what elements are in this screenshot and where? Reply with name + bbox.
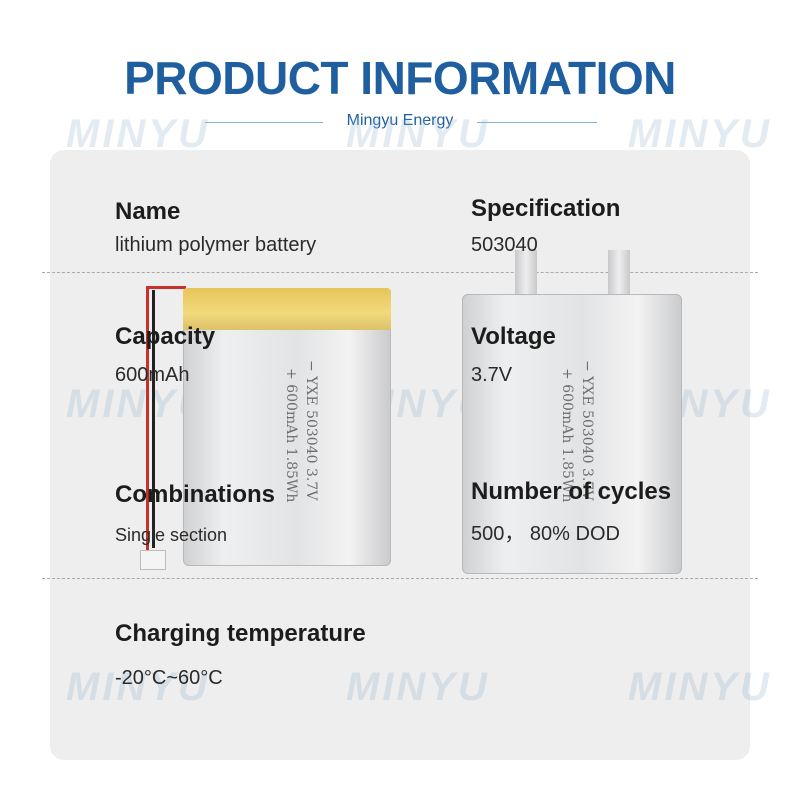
spec-label-combinations: Combinations xyxy=(115,481,275,508)
battery-wire xyxy=(146,288,149,550)
battery-image-with-wires xyxy=(183,288,391,566)
battery-connector xyxy=(140,550,166,570)
spec-value-combinations: Single section xyxy=(115,525,228,545)
battery-tab xyxy=(608,250,630,296)
section-divider xyxy=(42,272,758,273)
battery-wire xyxy=(152,290,155,548)
spec-label-cycles: Number of cycles xyxy=(471,478,672,505)
watermark-logo: MINYU xyxy=(628,665,772,709)
section-divider xyxy=(42,578,758,579)
battery-tab xyxy=(515,250,537,296)
battery-wire xyxy=(146,286,186,289)
spec-value-specification: 503040 xyxy=(471,234,538,256)
battery-print-line: − YXE 503040 3.7V xyxy=(579,360,595,501)
watermark-logo: MINYU xyxy=(628,112,772,156)
page-title: PRODUCT INFORMATION xyxy=(124,52,676,104)
spec-value-voltage: 3.7V xyxy=(471,364,513,386)
spec-value-charging-temperature: -20°C~60°C xyxy=(115,667,223,689)
spec-label-charging-temperature: Charging temperature xyxy=(115,620,366,647)
watermark-logo: MINYU xyxy=(66,112,210,156)
spec-label-specification: Specification xyxy=(471,195,621,222)
battery-tape xyxy=(183,288,391,330)
watermark-logo: MINYU xyxy=(346,112,490,156)
subtitle-row: Mingyu Energy xyxy=(0,110,800,134)
spec-value-name: lithium polymer battery xyxy=(115,234,317,256)
battery-print-line: − YXE 503040 3.7V xyxy=(303,360,319,501)
battery-print-line: + 600mAh 1.85Wh xyxy=(283,368,299,503)
spec-label-name: Name xyxy=(115,198,181,225)
page-subtitle: Mingyu Energy xyxy=(346,112,454,129)
battery-image-tabs xyxy=(462,294,682,574)
battery-print-line: + 600mAh 1.85Wh xyxy=(559,368,575,503)
spec-label-voltage: Voltage xyxy=(471,323,556,350)
subtitle-line-right xyxy=(477,122,597,123)
spec-value-capacity: 600mAh xyxy=(115,364,190,386)
watermark-logo: MINYU xyxy=(346,665,490,709)
watermark-logo: MINYU xyxy=(66,665,210,709)
subtitle-line-left xyxy=(205,122,323,123)
spec-label-capacity: Capacity xyxy=(115,323,216,350)
spec-value-cycles: 500， 80% DOD xyxy=(471,523,620,545)
